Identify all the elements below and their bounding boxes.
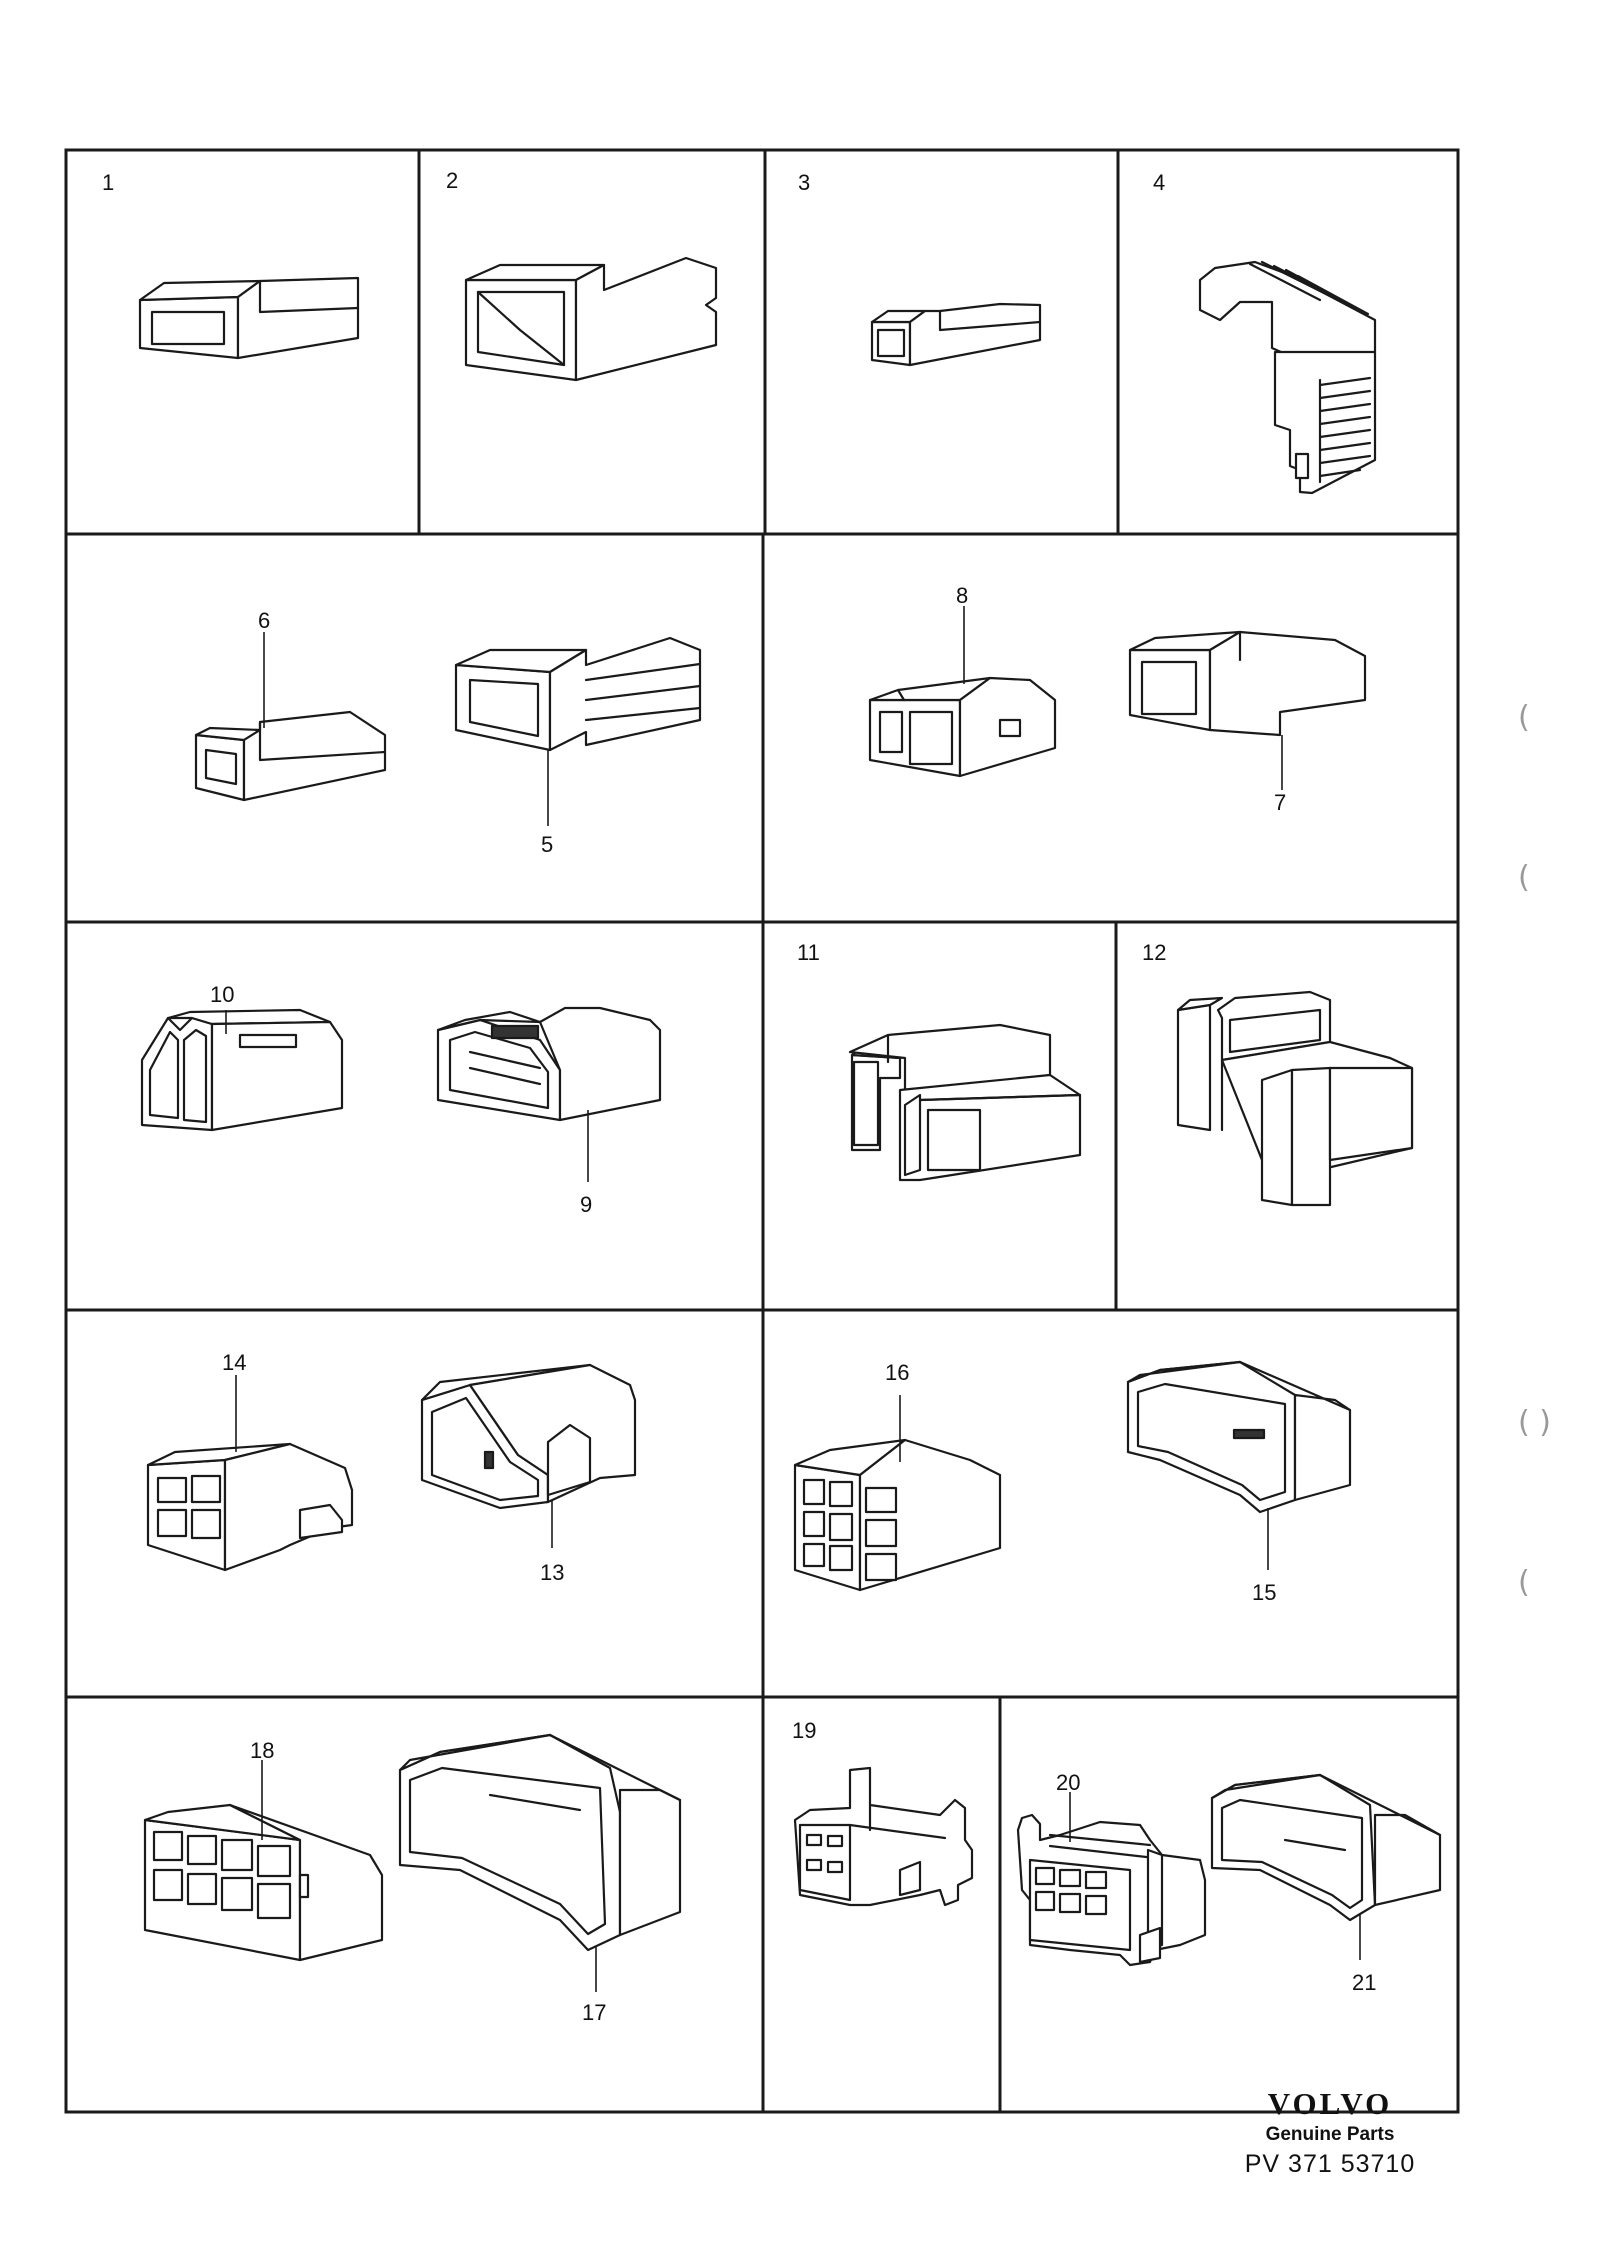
connector-part-16 xyxy=(793,1438,1002,1592)
connector-part-1 xyxy=(138,276,360,360)
callout-21: 21 xyxy=(1352,1970,1376,1995)
connector-part-9 xyxy=(436,1006,662,1122)
panel-label-4: 4 xyxy=(1153,170,1165,195)
grid-frame xyxy=(64,148,1460,2114)
panel-label-19: 19 xyxy=(792,1718,816,1743)
callout-6: 6 xyxy=(258,608,270,633)
connector-part-2 xyxy=(464,256,718,382)
connector-part-14 xyxy=(146,1442,354,1572)
panel-label-11: 11 xyxy=(797,940,820,965)
punch-hole-mark: ( xyxy=(1518,860,1530,895)
connector-part-6 xyxy=(194,710,387,802)
callout-15: 15 xyxy=(1252,1580,1276,1605)
panel-label-12: 12 xyxy=(1142,940,1166,965)
connector-part-17 xyxy=(398,1733,682,1952)
callout-17: 17 xyxy=(582,2000,606,2025)
panel-label-2: 2 xyxy=(446,168,458,193)
callout-13: 13 xyxy=(540,1560,564,1585)
callout-5: 5 xyxy=(541,832,553,857)
connector-part-21 xyxy=(1210,1773,1442,1922)
panel-label-1: 1 xyxy=(102,170,114,195)
punch-hole-mark: ( ) xyxy=(1518,1405,1551,1440)
connector-part-4 xyxy=(1198,260,1377,495)
connector-part-18 xyxy=(143,1803,384,1962)
connector-part-8 xyxy=(868,676,1057,778)
part-number: PV 371 53710 xyxy=(1244,2150,1416,2178)
callout-8: 8 xyxy=(956,583,968,608)
callout-9: 9 xyxy=(580,1192,592,1217)
panel-label-3: 3 xyxy=(798,170,810,195)
connector-part-7 xyxy=(1128,630,1367,737)
connector-part-20 xyxy=(1016,1813,1207,1967)
callout-10: 10 xyxy=(210,982,234,1007)
connector-part-12 xyxy=(1176,990,1414,1207)
connector-part-10 xyxy=(140,1008,344,1132)
callout-7: 7 xyxy=(1274,790,1286,815)
callout-14: 14 xyxy=(222,1350,246,1375)
connector-part-5 xyxy=(454,636,702,752)
connector-part-13 xyxy=(420,1363,637,1510)
punch-hole-mark: ( xyxy=(1518,1565,1530,1600)
callout-16: 16 xyxy=(885,1360,909,1385)
connector-part-19 xyxy=(793,1766,974,1907)
punch-hole-mark: ( xyxy=(1518,700,1530,735)
callout-18: 18 xyxy=(250,1738,274,1763)
connector-part-11 xyxy=(848,1023,1082,1182)
callout-20: 20 xyxy=(1056,1770,1080,1795)
volvo-logo: VOLVO xyxy=(1267,2086,1393,2121)
connector-part-3 xyxy=(870,302,1042,367)
brand-subtitle: Genuine Parts xyxy=(1265,2124,1395,2145)
connector-part-15 xyxy=(1126,1360,1352,1514)
